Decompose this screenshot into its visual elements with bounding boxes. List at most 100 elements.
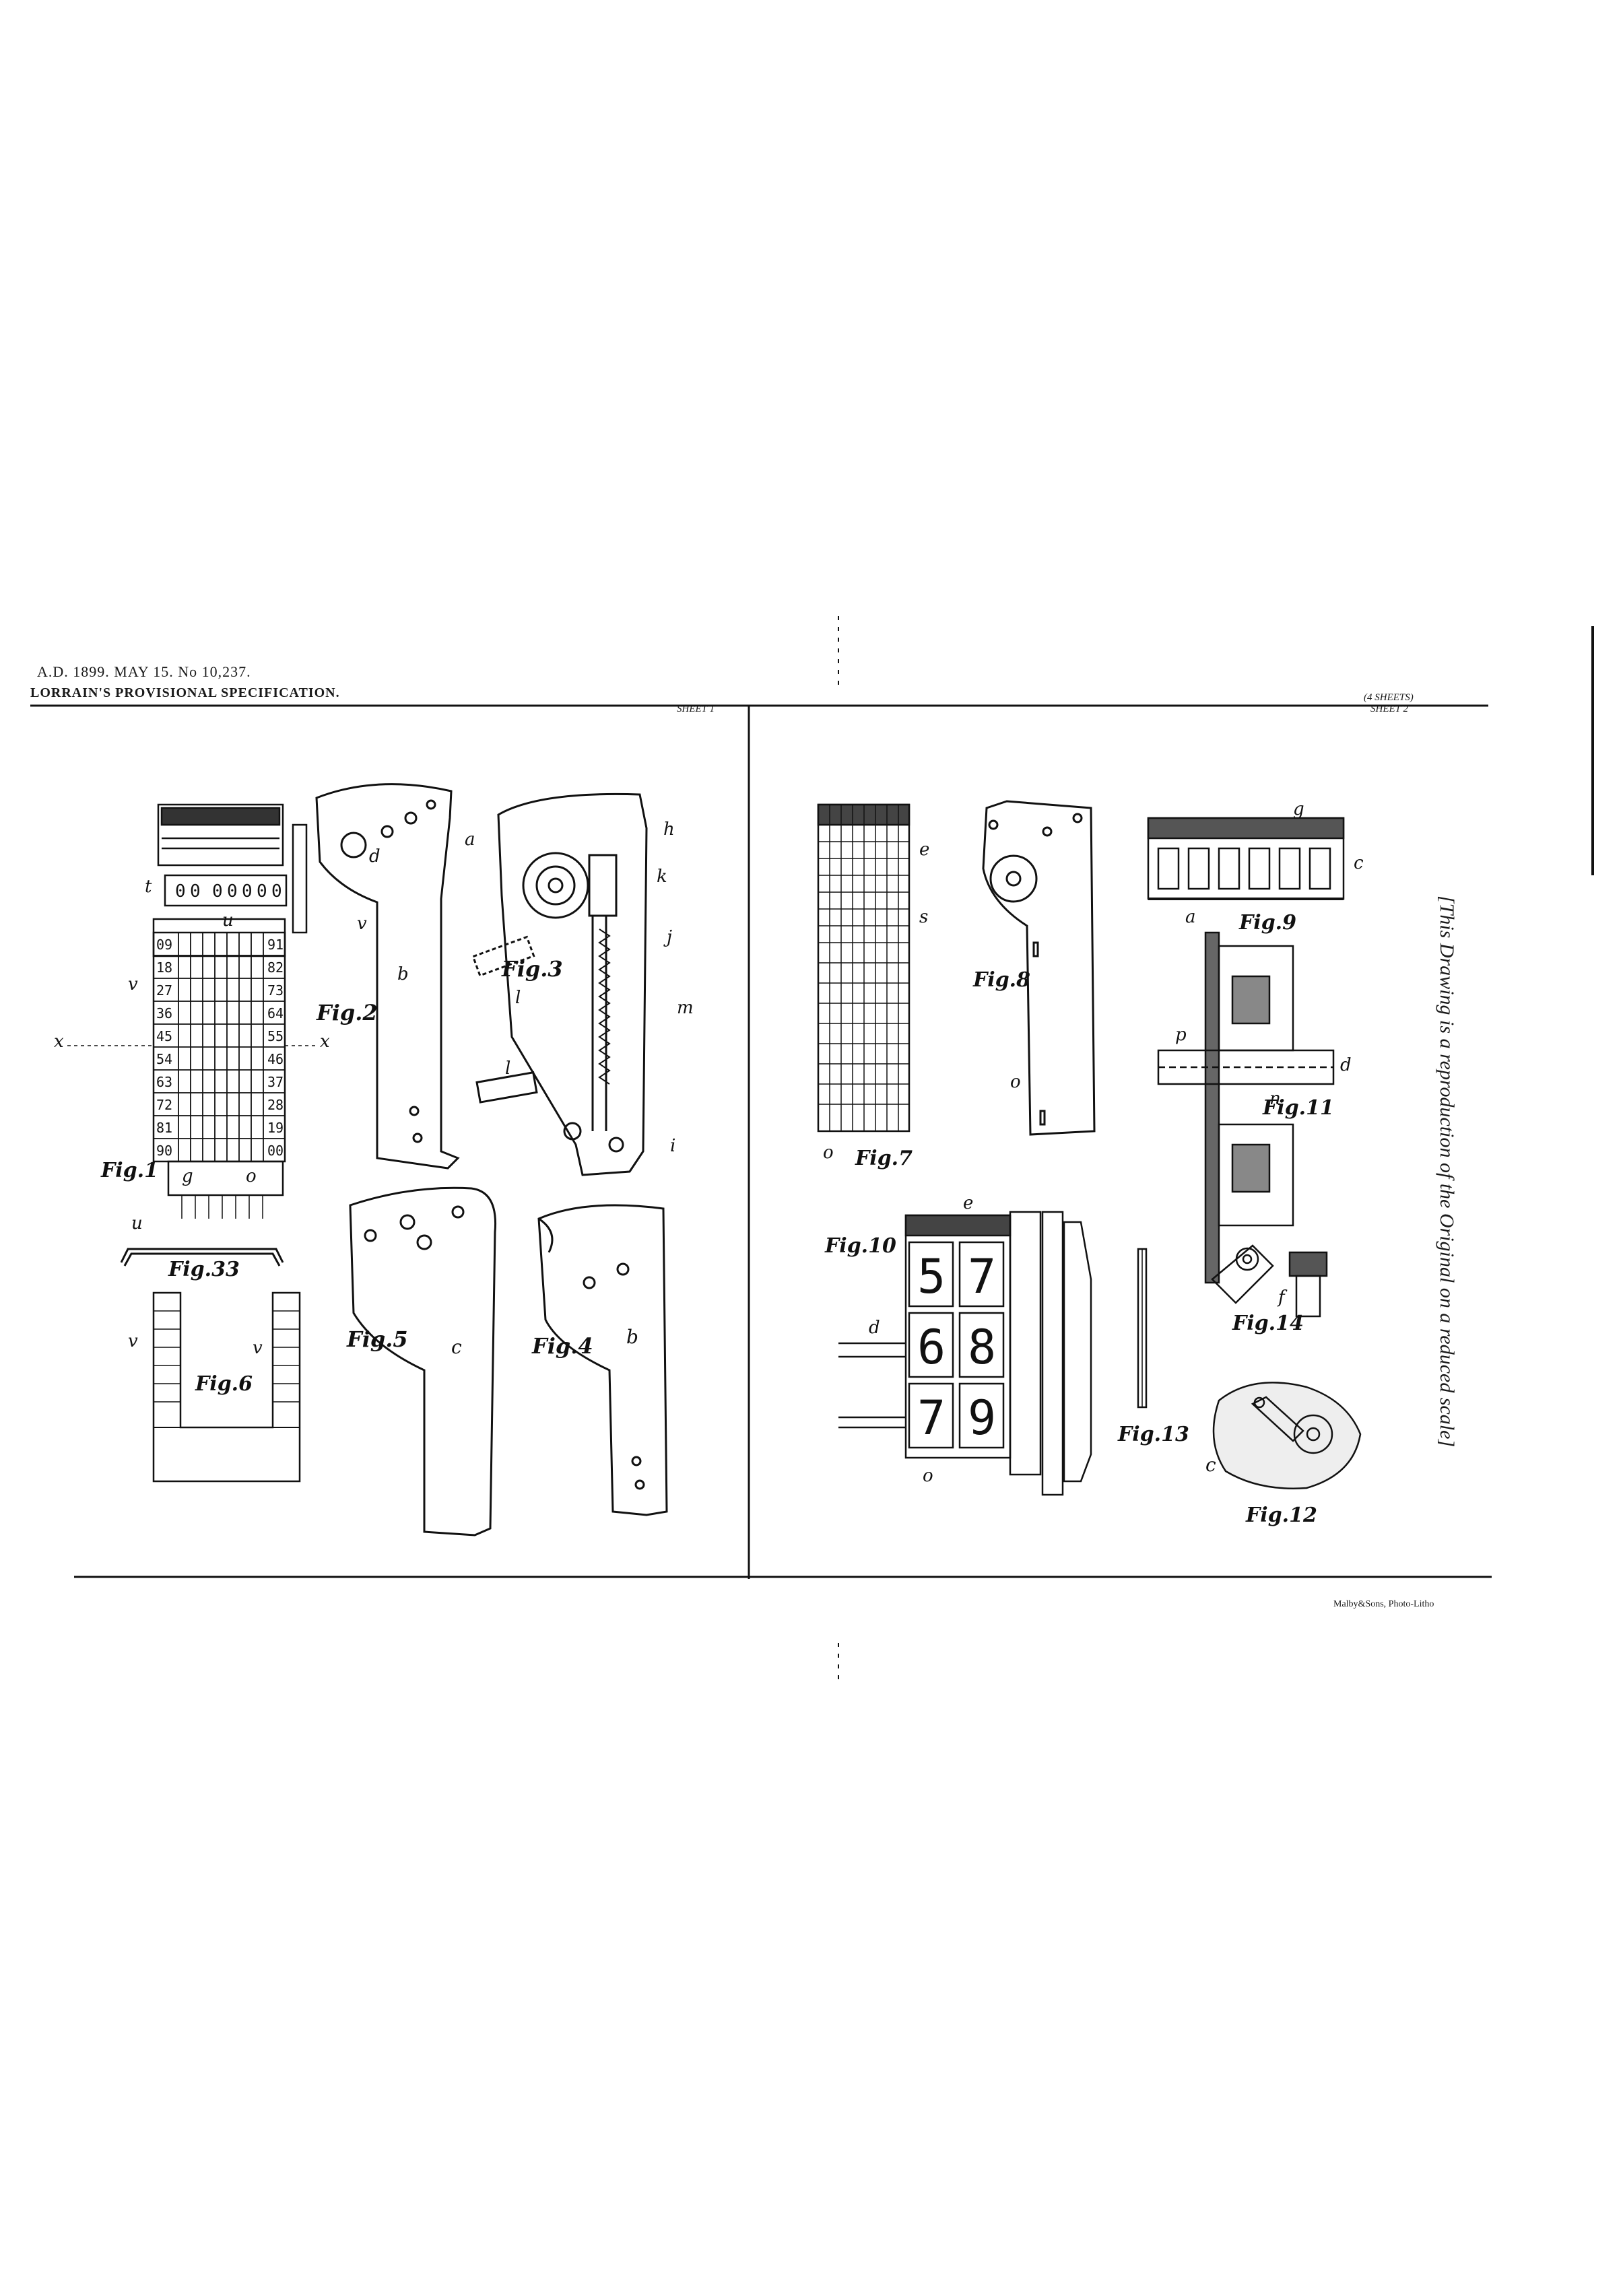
fig9-label-a: a: [1185, 907, 1196, 927]
fig1-label-o: o: [246, 1166, 257, 1186]
fig1-counter-digit: 0: [257, 881, 267, 902]
fig3-label-h: h: [663, 819, 675, 840]
fig10-label-d: d: [869, 1318, 880, 1338]
fig10-digit: 5: [917, 1249, 946, 1304]
fig14-drawing: [1211, 1244, 1328, 1318]
fig13-label: Fig.13: [1117, 1423, 1189, 1446]
fig1-right-digit: 00: [267, 1143, 284, 1159]
fig5-label: Fig.5: [346, 1326, 408, 1352]
fig3-label-m: m: [677, 998, 694, 1018]
fig3-label-l: l: [515, 988, 521, 1008]
fig1-label-t: t: [145, 877, 152, 897]
fig6-label-v-left: v: [128, 1331, 138, 1351]
fig1-left-digit: 72: [156, 1097, 172, 1113]
sheets-count-label: (4 SHEETS): [1364, 692, 1414, 703]
fig2-drawing: [315, 783, 460, 1170]
fig33-label: Fig.33: [168, 1258, 240, 1281]
fig1-counter-window: [164, 874, 288, 907]
fig2-label-b: b: [397, 964, 409, 984]
fig9-label: Fig.9: [1238, 911, 1296, 935]
fig10-digit: 7: [917, 1390, 946, 1446]
fig1-left-digit: 18: [156, 959, 172, 976]
fig3-label: Fig.3: [501, 956, 563, 982]
fig3-label-k: k: [657, 867, 667, 887]
fig12-drawing: [1212, 1382, 1362, 1489]
fig1-side-wheel: [292, 823, 308, 934]
printer-credit: Malby&Sons, Photo-Litho: [1333, 1599, 1434, 1609]
fig10-digit: 6: [917, 1320, 946, 1375]
fig10-label: Fig.10: [824, 1234, 896, 1258]
fig1-left-digit: 09: [156, 937, 172, 953]
fig1-right-digit: 91: [267, 937, 284, 953]
fig2-label-v: v: [357, 914, 367, 934]
fig3-label-j: j: [663, 927, 672, 947]
fig8-label-o: o: [1010, 1072, 1021, 1092]
fig10-digit: 8: [968, 1320, 996, 1375]
fig11-label-p: p: [1175, 1025, 1187, 1045]
fig7-label: Fig.7: [855, 1147, 913, 1170]
fig3-label-i: i: [670, 1136, 675, 1156]
fig1-counter-digit: 0: [175, 881, 186, 902]
fig14-label-f: f: [1277, 1287, 1288, 1308]
fig5-label-c: c: [451, 1336, 462, 1358]
fig10-label-o: o: [923, 1466, 933, 1486]
fig11-label-d: d: [1340, 1055, 1352, 1075]
fig11-drawing: [1157, 931, 1335, 1284]
fig1-right-digit: 73: [267, 982, 284, 999]
fig2-label-d: d: [369, 846, 380, 867]
fig1-counter-digit: 0: [227, 881, 238, 902]
fig1-left-digit: 36: [156, 1005, 172, 1021]
fig4-label-b: b: [626, 1326, 638, 1348]
fig14-label: Fig.14: [1232, 1312, 1304, 1335]
fig7-drawing: [817, 803, 910, 1133]
fig10-digit-wheels: 5 7 6 8 7 9: [917, 1249, 996, 1446]
fig1-right-digit: 28: [267, 1097, 284, 1113]
fig12-label-c: c: [1205, 1454, 1216, 1476]
fig1-left-digit: 90: [156, 1143, 172, 1159]
fig3-label-l2: l: [505, 1058, 510, 1079]
fig1-label-x-right: x: [320, 1032, 330, 1052]
fig1-label-x-left: x: [54, 1032, 64, 1052]
header-line-2: LORRAIN'S PROVISIONAL SPECIFICATION.: [30, 685, 340, 700]
fig11-label-n: n: [1269, 1089, 1281, 1109]
fig1-base-plate: [152, 918, 286, 957]
fig6-drawing: [152, 1291, 301, 1483]
header-line-1: A.D. 1899. MAY 15. No 10,237.: [37, 663, 251, 680]
fig1-label-g: g: [182, 1166, 193, 1186]
fig1-right-digit: 37: [267, 1074, 284, 1090]
fig8-label: Fig.8: [972, 968, 1030, 992]
fig1-left-digits: 09 18 27 36 45 54 63 72 81 90: [156, 937, 172, 1159]
fig1-left-digit: 54: [156, 1051, 172, 1067]
fig1-counter-digit: 0: [271, 881, 282, 902]
fig1-counter-digits: 0 0 0 0 0 0 0: [175, 881, 282, 902]
fig10-digit: 9: [968, 1390, 996, 1446]
fig8-drawing: [982, 800, 1096, 1136]
fig11-label: Fig.11: [1262, 1096, 1334, 1120]
fig1-right-digit: 55: [267, 1028, 284, 1044]
fig4-drawing: [537, 1204, 668, 1516]
fig1-label-v: v: [128, 974, 138, 994]
fig7-label-e: e: [919, 840, 929, 860]
fig1-right-digit: 19: [267, 1120, 284, 1136]
fig5-drawing: [349, 1186, 497, 1537]
fig1-top-roller: [157, 803, 284, 867]
fig7-label-o: o: [823, 1143, 834, 1163]
fig33-label-u: u: [131, 1213, 143, 1234]
fig10-drawing: [838, 1211, 1092, 1496]
fig12-label: Fig.12: [1245, 1504, 1317, 1527]
fig1-right-digit: 82: [267, 959, 284, 976]
fig9-label-g: g: [1293, 799, 1304, 819]
fig10-label-e: e: [963, 1193, 973, 1213]
fig1-left-digit: 27: [156, 982, 172, 999]
fig1-bottom-tab: [167, 1160, 284, 1196]
fig1-label-u: u: [222, 910, 234, 931]
fig1-counter-digit: 0: [212, 881, 223, 902]
fig33-drawing: [120, 1248, 284, 1267]
fig1-left-digit: 81: [156, 1120, 172, 1136]
fig13-drawing: [1137, 1248, 1148, 1409]
fig1-drawing: [67, 803, 317, 1219]
fig7-label-s: s: [919, 907, 928, 927]
fig2-label: Fig.2: [316, 1000, 378, 1025]
